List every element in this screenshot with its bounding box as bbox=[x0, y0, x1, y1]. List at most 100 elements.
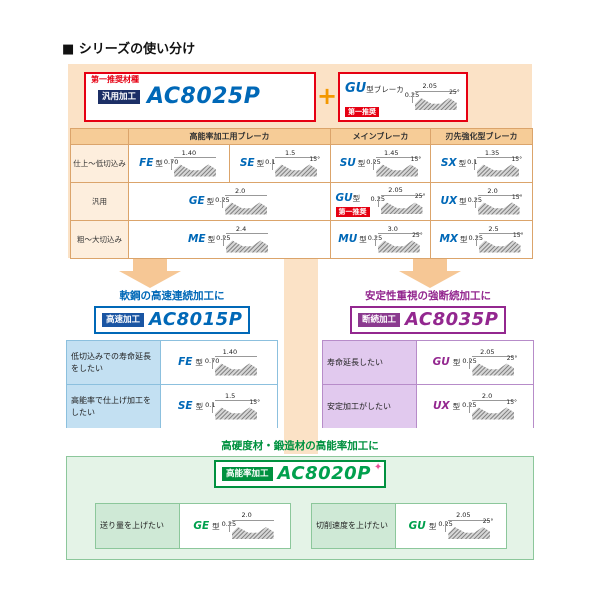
primary-grade-box: 第一推奨材種 汎用加工 AC8025P bbox=[84, 72, 316, 122]
breaker-type: GU bbox=[432, 356, 450, 369]
dim-angle: 25° bbox=[506, 354, 518, 362]
breaker-type: MX bbox=[439, 233, 459, 246]
ac8035p-grade-box: 断続加工 AC8035P bbox=[350, 306, 506, 334]
grade-name-ac8015p: AC8015P bbox=[149, 309, 243, 330]
breaker-type-suffix: 型ブレーカ bbox=[366, 85, 404, 94]
machining-type-badge: 高速加工 bbox=[102, 312, 145, 328]
dim-angle: 15° bbox=[511, 193, 523, 201]
need-label: 送り量を上げたい bbox=[96, 504, 180, 548]
header-high-efficiency: 高能率加工用ブレーカ bbox=[128, 128, 331, 145]
grade-name-ac8020p: AC8020P bbox=[277, 463, 371, 484]
dim-angle: 15° bbox=[506, 398, 518, 406]
breaker-type-suffix: 型 bbox=[352, 193, 361, 203]
need-label: 高能率で仕上げ加工をしたい bbox=[67, 385, 161, 428]
breaker-type: SX bbox=[440, 157, 457, 170]
breaker-type-suffix: 型 bbox=[452, 358, 461, 367]
dim-left: 0.25 bbox=[468, 233, 483, 242]
header-edge-strengthened: 刃先強化型ブレーカ bbox=[430, 128, 533, 145]
insert-shape bbox=[214, 363, 257, 376]
breaker-type: GU bbox=[408, 519, 426, 532]
row-label-general: 汎用 bbox=[70, 182, 129, 221]
dim-top: 2.05 bbox=[422, 82, 437, 90]
insert-shape bbox=[225, 202, 268, 215]
breaker-type-suffix: 型 bbox=[256, 159, 265, 168]
breaker-type: GU bbox=[345, 81, 367, 96]
machining-type-badge: 汎用加工 bbox=[98, 89, 141, 105]
dim-top: 2.0 bbox=[241, 511, 252, 519]
breaker-type-suffix: 型 bbox=[206, 197, 215, 206]
right-section-header: 安定性重視の強断続加工に bbox=[365, 290, 491, 302]
gu-type-stack: GU型 第一推奨 bbox=[335, 186, 370, 218]
breaker-type-suffix: 型 bbox=[212, 521, 220, 531]
insert-shape bbox=[478, 240, 521, 253]
dim-top: 1.45 bbox=[384, 148, 399, 157]
breaker-type: GU bbox=[335, 191, 353, 204]
dim-left: 0.25 bbox=[366, 157, 381, 166]
breaker-type: SE bbox=[177, 400, 193, 413]
ac8020p-grade-box: 高能率加工 AC8020P ✦ bbox=[214, 460, 386, 488]
insert-shape bbox=[173, 164, 216, 177]
breaker-type-suffix: 型 bbox=[195, 358, 203, 367]
breaker-type: MU bbox=[338, 233, 358, 246]
first-recommend-badge: 第一推奨 bbox=[335, 206, 370, 218]
table-header-row: 高能率加工用ブレーカ メインブレーカ 刃先強化型ブレーカ bbox=[70, 128, 533, 145]
dim-angle: 25° bbox=[482, 518, 494, 525]
center-flow-connector bbox=[284, 254, 318, 454]
bottom-section-header: 高硬度材・鍛造材の高能率加工に bbox=[221, 440, 379, 452]
dim-left: 0.25 bbox=[370, 195, 385, 204]
breaker-type: FE bbox=[178, 356, 193, 369]
breaker-type-suffix: 型 bbox=[195, 402, 204, 411]
dim-top: 2.4 bbox=[235, 224, 247, 233]
breaker-type-suffix: 型 bbox=[428, 521, 437, 531]
dim-left: 0.25 bbox=[462, 356, 477, 365]
insert-shape bbox=[376, 164, 419, 177]
need-label: 寿命延長したい bbox=[323, 341, 417, 384]
breaker-type-suffix: 型 bbox=[359, 235, 367, 244]
dim-left: 0.1 bbox=[467, 157, 478, 166]
insert-diagram: 2.0 0.25 bbox=[221, 511, 277, 540]
insert-shape bbox=[414, 98, 457, 110]
dim-top: 3.0 bbox=[387, 224, 398, 233]
dim-left: 0.25 bbox=[221, 520, 237, 528]
breaker-type-suffix: 型 bbox=[155, 159, 163, 168]
dim-left: 0.1 bbox=[265, 157, 276, 166]
dim-angle: 25° bbox=[449, 89, 460, 96]
dim-top: 1.5 bbox=[284, 148, 296, 157]
breaker-type: GE bbox=[188, 195, 205, 208]
insert-shape bbox=[477, 202, 520, 215]
dim-angle: 25° bbox=[414, 193, 426, 201]
corner-cell bbox=[70, 128, 129, 145]
dim-left: 0.25 bbox=[404, 91, 420, 99]
breaker-type: ME bbox=[187, 233, 206, 246]
dim-left: 0.25 bbox=[215, 195, 230, 204]
dim-left: 0.70 bbox=[163, 157, 179, 166]
left-section-header: 軟鋼の高速連続加工に bbox=[119, 290, 225, 302]
gu-type-wrap: GU型 bbox=[336, 186, 361, 205]
